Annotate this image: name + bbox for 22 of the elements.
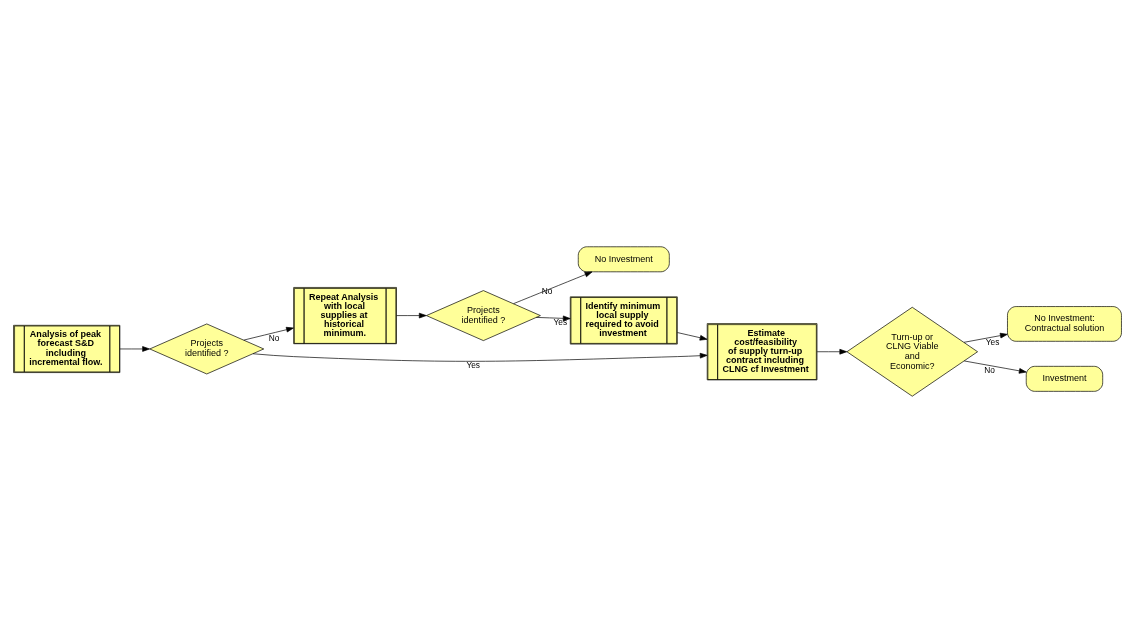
node-diamond: Projects identified ?	[149, 323, 265, 374]
arrow	[252, 352, 708, 362]
arrow	[963, 360, 1027, 374]
node-box: No Investment: Contractual solution	[1007, 305, 1122, 342]
edge-label: Yes	[466, 359, 480, 370]
node-diamond: Projects identified ?	[426, 289, 541, 341]
arrow	[677, 331, 708, 340]
arrow	[535, 315, 571, 321]
arrow	[119, 345, 150, 352]
edge-label: No	[984, 364, 995, 375]
edge-label: Yes	[553, 316, 568, 327]
edge-label: No	[541, 285, 553, 296]
arrow	[963, 332, 1008, 343]
node-box: Investment	[1025, 365, 1104, 392]
node-box: No Investment	[577, 245, 670, 272]
arrow	[243, 326, 294, 340]
node-diamond: Turn-up or CLNG Viable and Economic?	[846, 306, 978, 397]
arrow	[396, 312, 427, 318]
edge-label: Yes	[985, 336, 1000, 347]
edge-label: No	[268, 332, 280, 343]
arrow	[513, 271, 593, 304]
arrow	[816, 348, 848, 355]
